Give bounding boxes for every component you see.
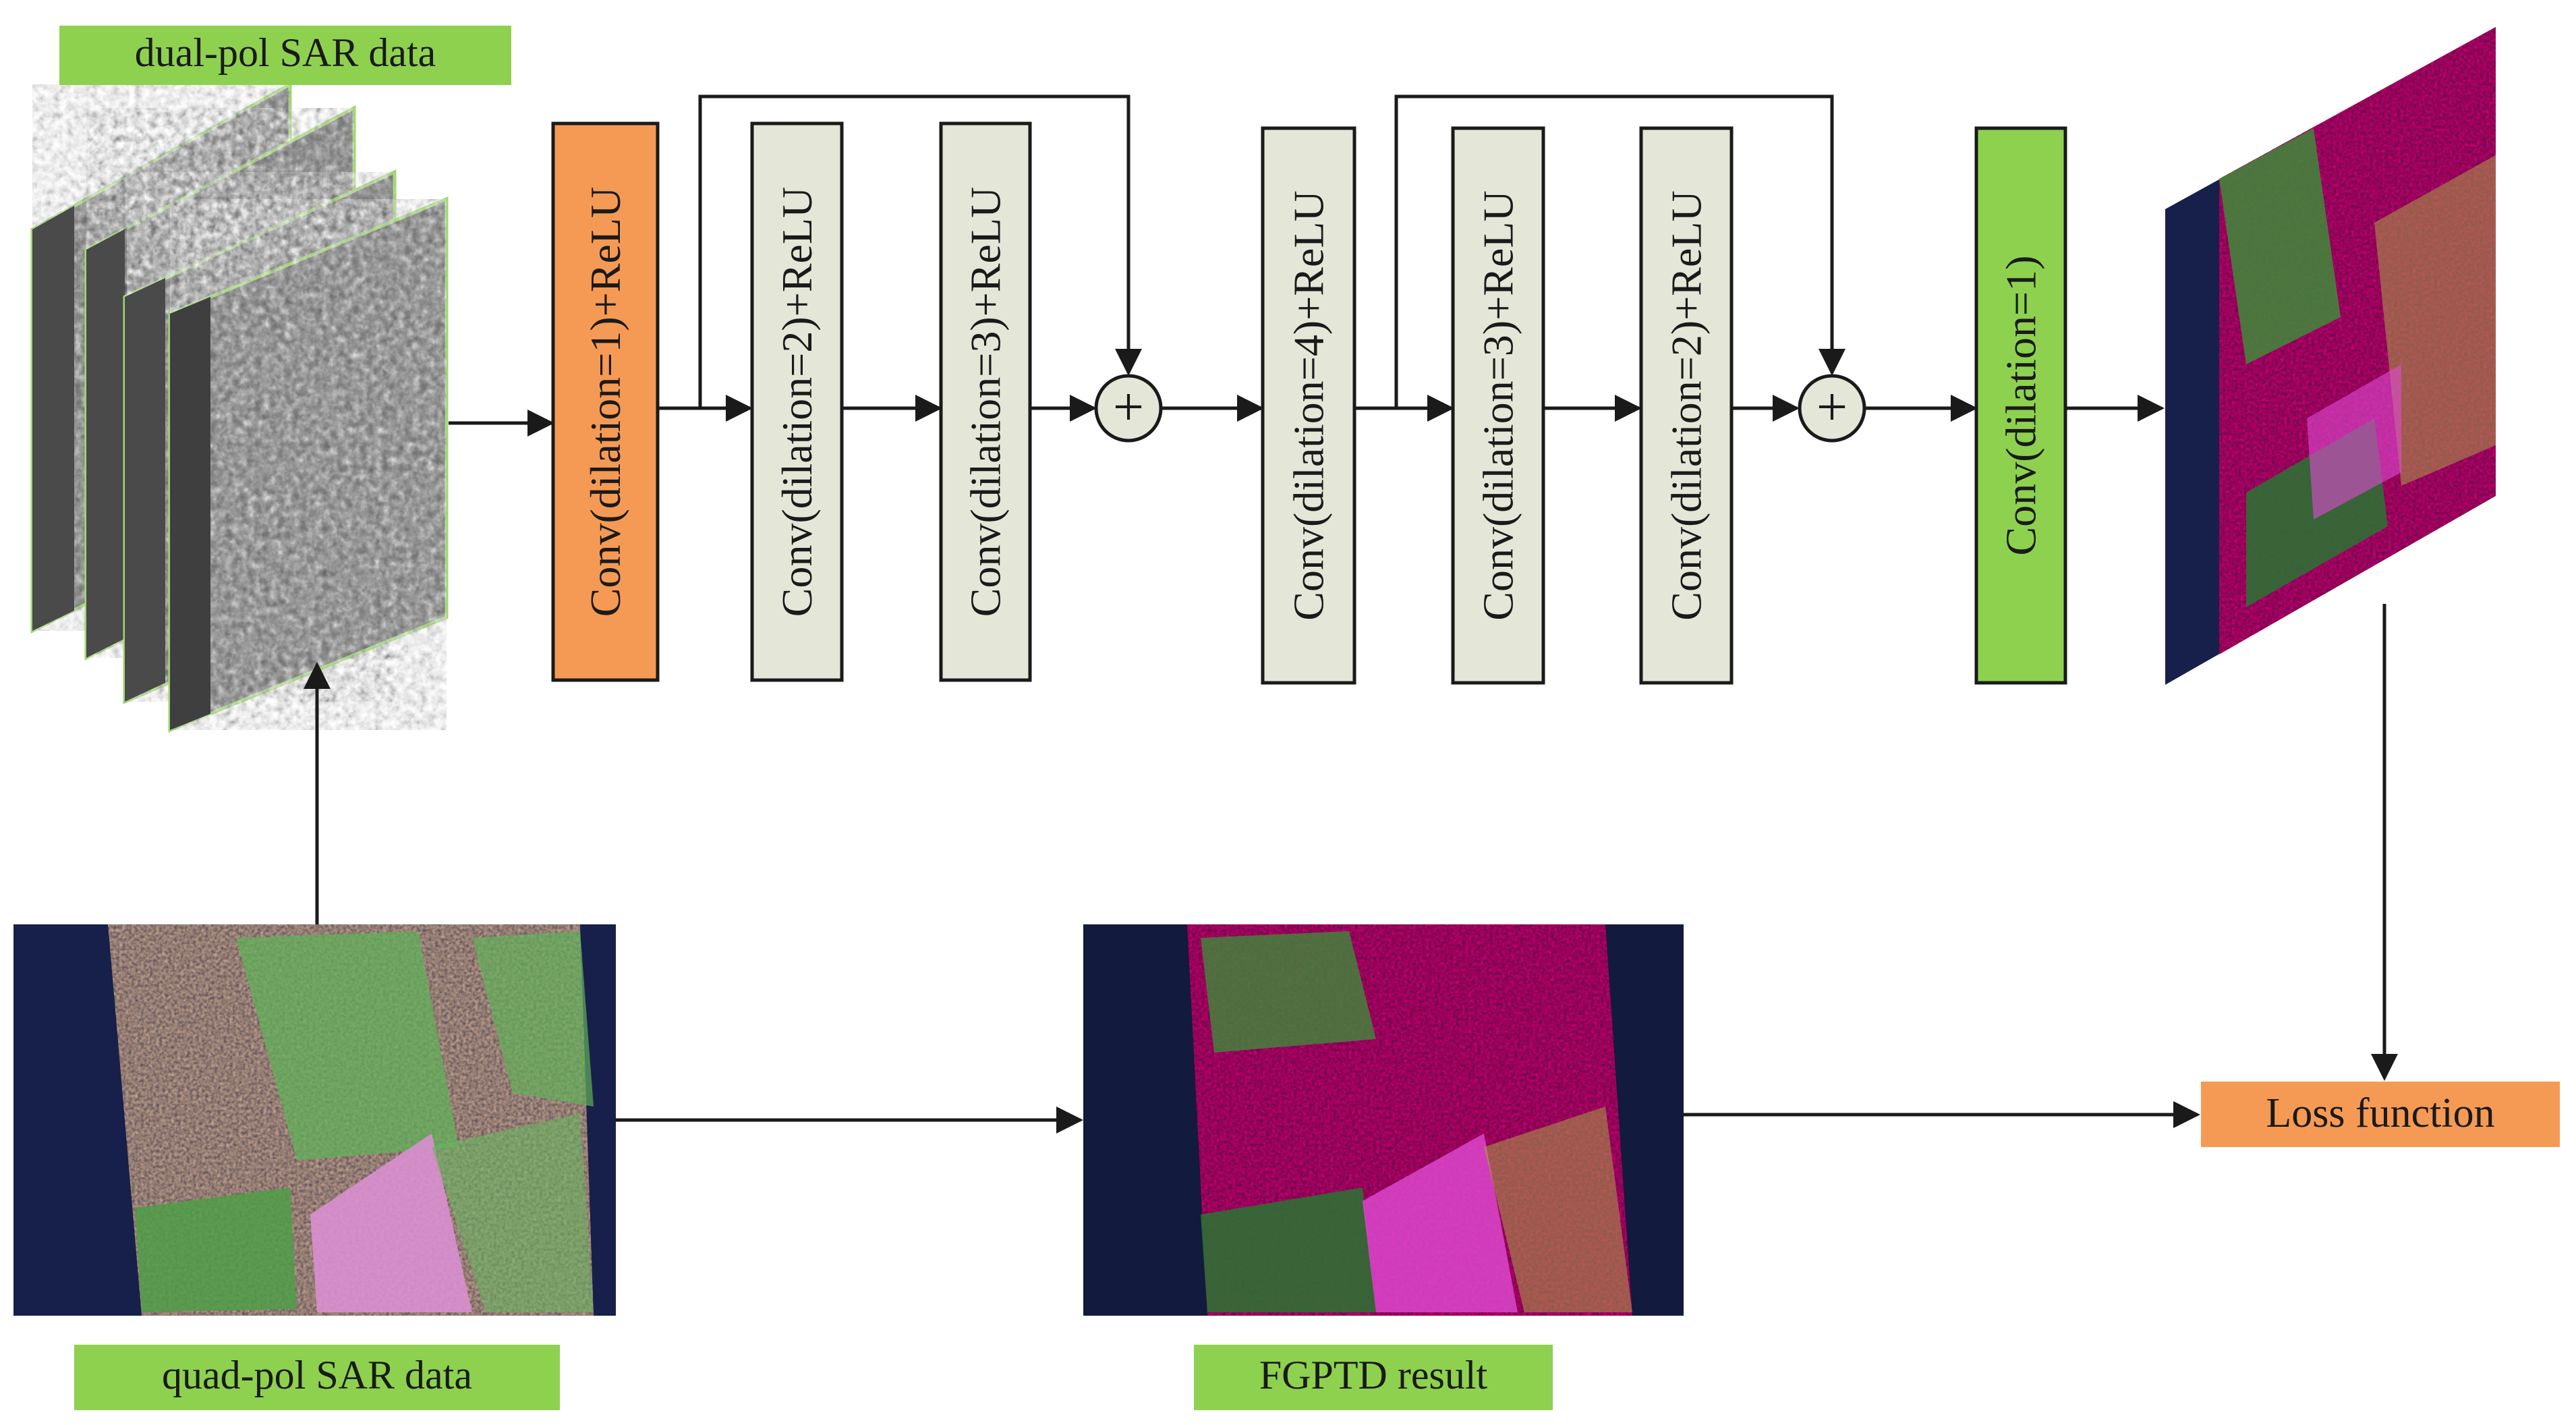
conv-block-5: Conv(dilation=3)+ReLU (1451, 126, 1545, 685)
fgptd-result-image (1083, 924, 1684, 1316)
sum-node-2: + (1798, 374, 1866, 443)
conv-blocks: Conv(dilation=1)+ReLU Conv(dilation=2)+Re… (551, 121, 2067, 685)
conv-block-3-label: Conv(dilation=3)+ReLU (962, 187, 1010, 617)
conv-block-3-box (939, 121, 1032, 682)
fgptd-result-label-text: FGPTD result (1259, 1353, 1488, 1397)
conv-block-5-label: Conv(dilation=3)+ReLU (1475, 190, 1522, 620)
conv-block-5-box (1451, 126, 1545, 685)
conv-block-2-label: Conv(dilation=2)+ReLU (773, 187, 821, 617)
conv-block-4-label: Conv(dilation=4)+ReLU (1285, 190, 1333, 620)
conv-block-2-box (750, 121, 844, 682)
skip-connection-2 (1394, 94, 1845, 408)
conv-block-7-label: Conv(dilation=1) (1997, 256, 2045, 556)
sum-node-1: + (1094, 374, 1163, 443)
fgptd-result-label: FGPTD result (1194, 1345, 1553, 1410)
conv-block-4-box (1261, 126, 1356, 685)
dual-pol-label: dual-pol SAR data (59, 26, 511, 85)
arrows (304, 94, 2398, 1134)
sar-sheet-4 (168, 196, 449, 733)
conv-block-6-label: Conv(dilation=2)+ReLU (1663, 190, 1711, 620)
quad-pol-label-text: quad-pol SAR data (162, 1353, 472, 1397)
loss-function-box: Loss function (2201, 1082, 2560, 1147)
dual-pol-sar-stack (30, 81, 449, 733)
conv-block-6-box (1639, 126, 1734, 685)
output-pauli-image (2165, 27, 2496, 685)
conv-block-7: Conv(dilation=1) (1974, 126, 2067, 685)
conv-block-1-box (551, 121, 660, 682)
sum-symbol-2: + (1816, 376, 1848, 437)
loss-function-label: Loss function (2266, 1090, 2494, 1136)
conv-block-2: Conv(dilation=2)+ReLU (750, 121, 844, 682)
skip-connection-1 (698, 94, 1142, 408)
conv-block-4: Conv(dilation=4)+ReLU (1261, 126, 1356, 685)
conv-block-1: Conv(dilation=1)+ReLU (551, 121, 660, 682)
conv-block-1-label: Conv(dilation=1)+ReLU (581, 187, 629, 617)
conv-block-3: Conv(dilation=3)+ReLU (939, 121, 1032, 682)
quad-pol-image (13, 924, 616, 1316)
sum-symbol-1: + (1113, 376, 1144, 437)
dual-pol-label-text: dual-pol SAR data (135, 30, 436, 75)
quad-pol-label: quad-pol SAR data (74, 1345, 560, 1410)
conv-block-6: Conv(dilation=2)+ReLU (1639, 126, 1734, 685)
